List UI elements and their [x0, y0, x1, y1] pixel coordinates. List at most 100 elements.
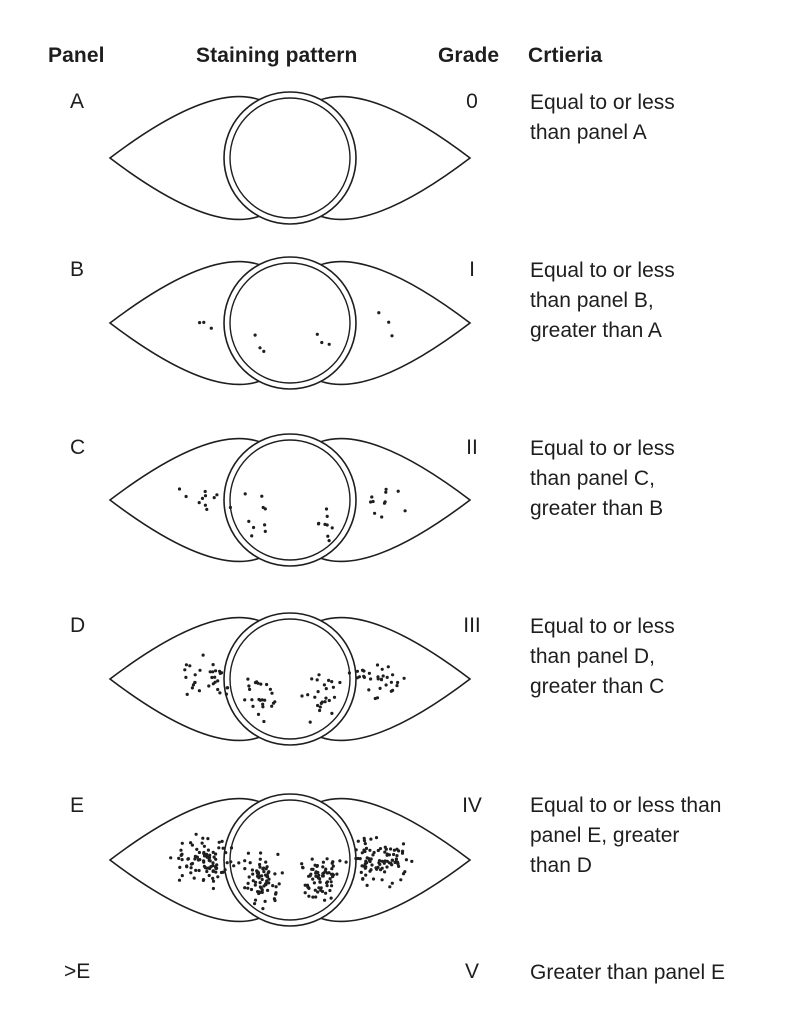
stain-dot	[338, 680, 342, 685]
stain-dot	[193, 680, 197, 685]
stain-dot	[380, 515, 384, 519]
stain-dot	[313, 695, 317, 699]
panel-label-a: A	[70, 90, 85, 113]
stain-dot	[214, 852, 218, 856]
stain-dot	[195, 855, 199, 859]
stain-dot	[224, 692, 228, 696]
stain-dot	[213, 675, 217, 679]
stain-dot	[246, 886, 250, 890]
cornea-inner-ring	[229, 439, 351, 561]
stain-dot	[327, 678, 331, 683]
stain-dot	[212, 855, 216, 859]
grade-ii: II	[466, 436, 478, 459]
stain-dot	[256, 712, 261, 717]
stain-dot	[277, 882, 281, 886]
stain-dot	[280, 871, 284, 875]
stain-dot	[205, 852, 209, 857]
stain-dot	[258, 857, 262, 861]
stain-dot	[250, 534, 254, 538]
stain-dot	[380, 667, 384, 671]
grade-i: I	[469, 258, 475, 281]
stain-dot	[363, 849, 367, 854]
header-grade: Grade	[438, 44, 500, 67]
stain-dot	[253, 898, 258, 902]
stain-dot	[211, 861, 215, 865]
stain-dot	[329, 896, 333, 900]
stain-dot	[383, 500, 387, 504]
stain-dot	[274, 892, 278, 896]
stain-dot	[256, 890, 260, 894]
stain-dot	[253, 883, 257, 887]
stain-dot	[261, 702, 265, 706]
stain-dot	[376, 675, 380, 679]
stain-dot	[322, 683, 326, 687]
stain-dot	[213, 680, 217, 684]
stain-dot	[184, 675, 188, 680]
stain-dot	[391, 673, 395, 677]
stain-dot	[410, 859, 414, 864]
stain-dot	[258, 881, 262, 885]
stain-dot	[211, 869, 215, 874]
stain-dot	[178, 865, 182, 870]
stain-dot	[395, 847, 399, 851]
stain-dot	[258, 874, 262, 878]
stain-dot	[261, 505, 265, 510]
stain-dot	[177, 487, 182, 491]
stain-dot	[189, 862, 193, 866]
stain-dot	[316, 875, 320, 879]
stain-dot	[260, 698, 264, 702]
stain-dot	[186, 857, 190, 861]
stain-dot	[263, 698, 267, 702]
stain-dot	[202, 850, 206, 855]
stain-dot	[274, 885, 278, 889]
stain-dot	[256, 872, 260, 876]
stain-dot	[301, 865, 305, 870]
stain-dot	[193, 673, 197, 677]
stain-dot	[243, 867, 247, 871]
stain-dot	[383, 850, 387, 854]
header-panel: Panel	[48, 44, 105, 67]
stain-dot	[207, 858, 211, 863]
eye-diagram-e	[108, 793, 472, 927]
stain-dot	[383, 870, 387, 874]
stain-dot	[216, 687, 220, 692]
stain-dot	[378, 847, 383, 851]
stain-dot	[203, 494, 208, 498]
stain-dot	[325, 857, 329, 861]
stain-dot	[370, 495, 374, 499]
stain-dot	[195, 847, 199, 852]
stain-dot	[273, 872, 277, 876]
stain-dot	[375, 663, 380, 667]
stain-dot	[267, 881, 271, 885]
stain-dot	[390, 858, 394, 862]
stain-dot	[190, 843, 194, 847]
stain-dot	[184, 663, 188, 667]
stain-dot	[207, 866, 211, 870]
stain-dot	[197, 501, 201, 505]
stain-dot	[367, 671, 371, 675]
stain-dot	[211, 663, 215, 667]
stain-dot	[384, 487, 388, 491]
stain-dot	[330, 526, 334, 530]
stain-dot	[384, 847, 388, 851]
stain-dot	[221, 846, 225, 850]
criteria-b: Equal to or less than panel B, greater t…	[530, 259, 675, 342]
stain-dot	[323, 522, 327, 527]
stain-dot	[205, 507, 209, 511]
stain-dot	[358, 857, 362, 861]
stain-dot	[306, 693, 310, 697]
stain-dot	[321, 865, 325, 869]
stain-dot	[261, 907, 265, 911]
stain-dot	[251, 704, 255, 709]
stain-dot	[232, 864, 236, 868]
stain-dot	[270, 691, 274, 695]
stain-dot	[206, 837, 210, 841]
stain-dot	[363, 842, 367, 846]
criteria-d: Equal to or less than panel D, greater t…	[530, 615, 675, 698]
stain-dot	[318, 708, 322, 713]
stain-dot	[191, 683, 195, 687]
stain-dot	[263, 899, 267, 904]
stain-dot	[355, 676, 359, 680]
stain-dot	[276, 852, 280, 857]
stain-dot	[380, 859, 384, 863]
